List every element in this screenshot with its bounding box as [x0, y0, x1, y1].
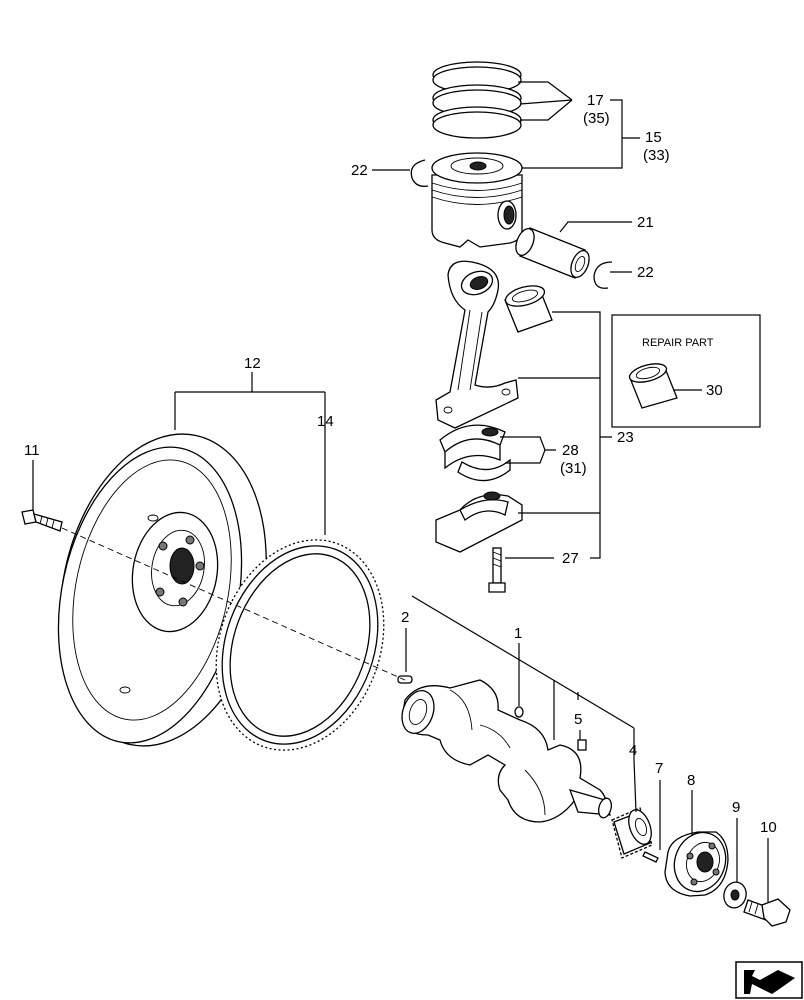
pulley-bolt: [743, 898, 791, 927]
callout-10: 10: [760, 819, 777, 836]
callout-17: 17: [587, 92, 604, 109]
flywheel: [57, 433, 267, 747]
callout-27: 27: [562, 550, 579, 567]
callout-35: (35): [583, 110, 610, 127]
flywheel-bolt: [21, 509, 63, 532]
crankshaft-pulley: [664, 831, 729, 897]
callout-30: 30: [706, 382, 723, 399]
callout-1: 1: [514, 625, 522, 642]
piston: [431, 152, 523, 248]
connecting-rod: [435, 260, 519, 429]
connecting-rod-bolt: [488, 547, 506, 593]
bearing-shell-upper: [439, 424, 506, 470]
ring-gear: [215, 539, 385, 751]
gear-key: [642, 851, 659, 863]
plug: [514, 706, 524, 718]
piston-pin: [515, 227, 590, 279]
callout-22-right: 22: [637, 264, 654, 281]
key: [577, 739, 587, 751]
snap-ring-right: [593, 261, 613, 289]
callout-31: (31): [560, 460, 587, 477]
callout-23: 23: [617, 429, 634, 446]
next-page-arrow-icon[interactable]: [735, 961, 803, 999]
callout-12: 12: [244, 355, 261, 372]
crankshaft-gear: [611, 807, 653, 859]
callout-2: 2: [401, 609, 409, 626]
snap-ring-left: [410, 159, 429, 187]
dowel-pin: [397, 675, 413, 684]
assembly-axis: [61, 527, 406, 681]
piston-rings: [432, 61, 522, 139]
connecting-rod-cap: [435, 491, 523, 553]
callout-28: 28: [562, 442, 579, 459]
small-end-bush: [504, 285, 553, 333]
callout-9: 9: [732, 799, 740, 816]
washer: [723, 881, 747, 909]
leader-lines: [32, 81, 769, 902]
callout-11: 11: [24, 442, 40, 459]
callout-22-left: 22: [351, 162, 368, 179]
repair-part-title: REPAIR PART: [642, 337, 714, 349]
callout-21: 21: [637, 214, 654, 231]
callout-labels: 17 (35) 15 (33) 22 21 22 12 14 11 28 (31…: [24, 92, 777, 836]
crankshaft: [401, 679, 612, 823]
callout-7: 7: [655, 760, 663, 777]
callout-5: 5: [574, 711, 582, 728]
callout-33: (33): [643, 147, 670, 164]
callout-14: 14: [317, 413, 334, 430]
callout-15: 15: [645, 129, 662, 146]
callout-8: 8: [687, 772, 695, 789]
bearing-shell-lower: [457, 458, 511, 482]
repair-part-box: REPAIR PART: [611, 314, 761, 428]
callout-4: 4: [629, 742, 637, 759]
